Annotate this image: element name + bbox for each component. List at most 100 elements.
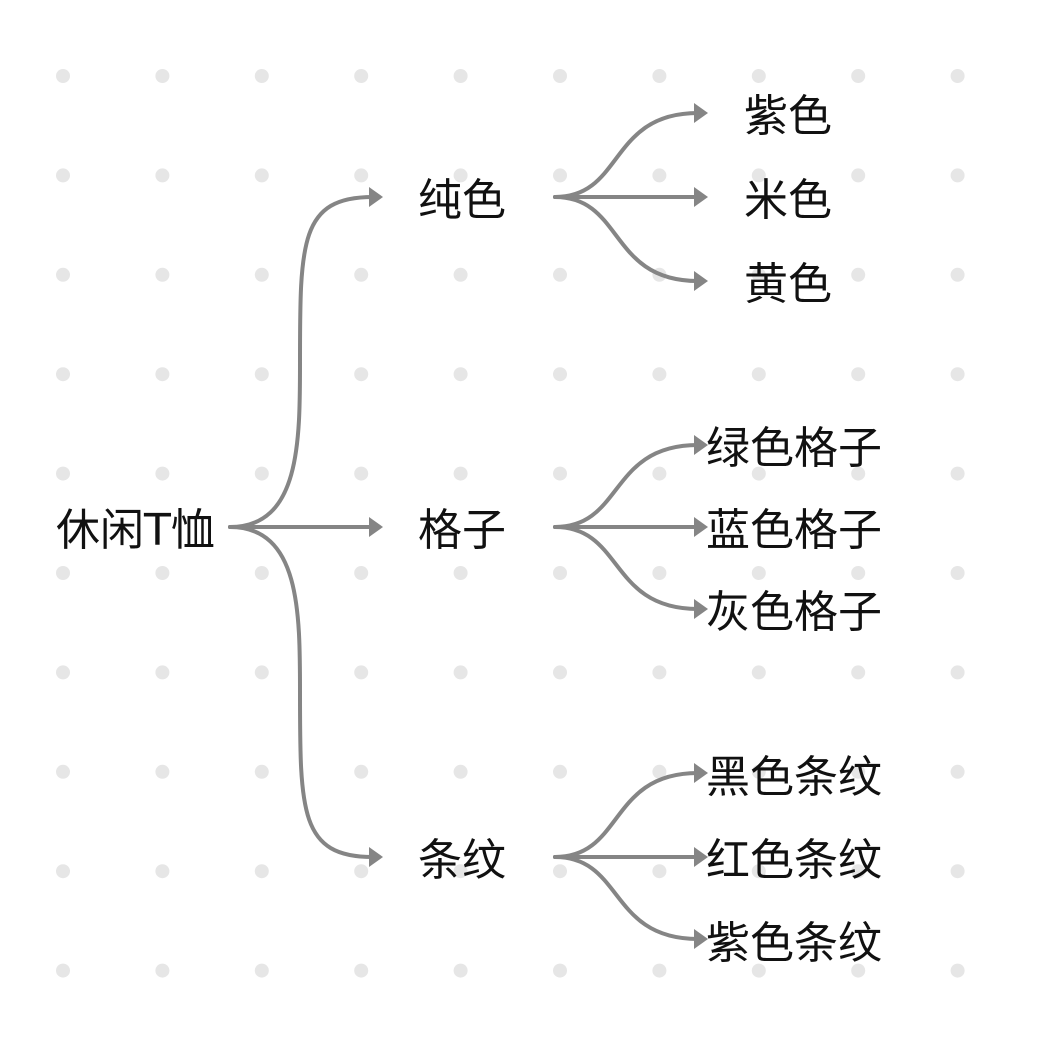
grid-dot: [453, 168, 468, 183]
grid-dot: [155, 267, 170, 282]
grid-dot: [950, 764, 965, 779]
grid-dot: [354, 466, 369, 481]
grid-dot: [553, 267, 567, 282]
grid-dot: [155, 566, 170, 580]
grid-dot: [751, 367, 766, 382]
edge-branch-1-to-leaf-2-arrowhead: [694, 599, 708, 619]
edge-branch-0-to-leaf-1-arrowhead: [694, 187, 708, 207]
grid-dot: [950, 267, 965, 282]
grid-dot: [652, 764, 667, 779]
edge-root-to-branch-1-arrowhead: [369, 517, 383, 537]
grid-dot: [652, 69, 667, 83]
grid-dot: [155, 764, 170, 779]
grid-dot: [851, 267, 866, 282]
edge-branch-2-to-leaf-0: [553, 771, 700, 859]
grid-dot: [950, 864, 965, 879]
leaf-node-blue-plaid: 蓝色格子: [706, 505, 882, 556]
dot-grid-background: [56, 69, 965, 978]
grid-dot: [56, 764, 70, 779]
grid-dot: [155, 69, 170, 83]
grid-dot: [553, 764, 567, 779]
grid-dot: [56, 466, 70, 481]
grid-dot: [254, 466, 269, 481]
grid-dot: [751, 267, 766, 282]
grid-dot: [553, 665, 567, 680]
grid-dot: [254, 864, 269, 879]
grid-dot: [453, 367, 468, 382]
grid-dot: [354, 267, 369, 282]
grid-dot: [453, 864, 468, 879]
grid-dot: [751, 764, 766, 779]
grid-dot: [56, 267, 70, 282]
edge-branch-0-to-leaf-0-arrowhead: [694, 103, 708, 123]
grid-dot: [354, 69, 369, 83]
edge-root-to-branch-2-arrowhead: [369, 847, 383, 867]
grid-dot: [254, 168, 269, 183]
edge-branch-0-to-leaf-0: [553, 111, 700, 199]
grid-dot: [652, 168, 667, 183]
grid-dot: [254, 665, 269, 680]
grid-dot: [453, 764, 468, 779]
branch-node-solid: 纯色: [418, 175, 506, 226]
leaf-node-purple-stripe: 紫色条纹: [706, 918, 882, 969]
grid-dot: [155, 665, 170, 680]
edge-root-to-branch-0: [228, 195, 375, 529]
grid-dot: [254, 267, 269, 282]
grid-dot: [851, 864, 866, 879]
grid-dot: [652, 466, 667, 481]
grid-dot: [553, 566, 567, 580]
grid-dot: [553, 168, 567, 183]
grid-dot: [56, 168, 70, 183]
grid-dot: [56, 864, 70, 879]
grid-dot: [851, 764, 866, 779]
grid-dot: [155, 963, 170, 978]
leaf-node-purple: 紫色: [744, 91, 832, 142]
grid-dot: [254, 367, 269, 382]
grid-dot: [155, 168, 170, 183]
grid-dot: [751, 69, 766, 83]
edge-branch-1-to-leaf-0-arrowhead: [694, 435, 708, 455]
root-node: 休闲T恤: [56, 505, 215, 556]
connector-lines: [228, 103, 708, 949]
grid-dot: [155, 367, 170, 382]
grid-dot: [453, 267, 468, 282]
grid-dot: [950, 963, 965, 978]
grid-dot: [652, 864, 667, 879]
edge-branch-2-to-leaf-1-arrowhead: [694, 847, 708, 867]
grid-dot: [553, 367, 567, 382]
branch-node-plaid: 格子: [418, 505, 506, 556]
grid-dot: [950, 665, 965, 680]
grid-dot: [254, 764, 269, 779]
grid-dot: [851, 566, 866, 580]
edge-root-to-branch-0-arrowhead: [369, 187, 383, 207]
leaf-node-beige: 米色: [744, 175, 832, 226]
grid-dot: [354, 963, 369, 978]
grid-dot: [950, 69, 965, 83]
grid-dot: [155, 466, 170, 481]
grid-dot: [851, 665, 866, 680]
grid-dot: [851, 963, 866, 978]
leaf-node-black-stripe: 黑色条纹: [706, 752, 882, 803]
grid-dot: [453, 566, 468, 580]
grid-dot: [851, 168, 866, 183]
grid-dot: [652, 566, 667, 580]
edge-branch-1-to-leaf-0: [553, 443, 700, 529]
grid-dot: [56, 963, 70, 978]
grid-dot: [56, 566, 70, 580]
grid-dot: [652, 665, 667, 680]
edge-root-to-branch-2: [228, 525, 375, 859]
grid-dot: [851, 69, 866, 83]
grid-dot: [553, 963, 567, 978]
grid-dot: [453, 466, 468, 481]
branch-node-stripe: 条纹: [418, 835, 506, 886]
grid-dot: [254, 963, 269, 978]
grid-dot: [851, 367, 866, 382]
grid-dot: [354, 764, 369, 779]
grid-dot: [553, 466, 567, 481]
grid-dot: [751, 566, 766, 580]
grid-dot: [553, 864, 567, 879]
grid-dot: [652, 963, 667, 978]
edge-branch-2-to-leaf-0-arrowhead: [694, 763, 708, 783]
edge-branch-0-to-leaf-2: [553, 195, 700, 283]
grid-dot: [950, 566, 965, 580]
